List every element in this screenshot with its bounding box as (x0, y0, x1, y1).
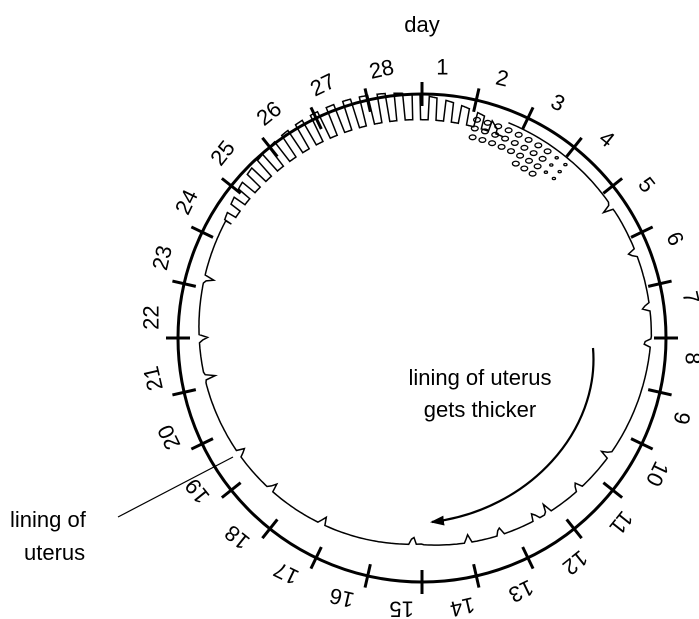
lining-blob (551, 176, 557, 181)
day-tick-12 (565, 518, 583, 540)
lining-blob (480, 128, 490, 135)
lining-blob (520, 144, 529, 151)
day-number-12: 12 (558, 545, 593, 580)
day-number-7: 7 (677, 289, 699, 307)
day-tick-13 (521, 546, 535, 570)
lining-label-line2: uterus (24, 540, 85, 565)
lining-blob (516, 152, 525, 159)
lining-blob (563, 162, 568, 167)
lining-blob (514, 131, 523, 138)
lining-blob (529, 150, 538, 157)
lining-blob (520, 165, 529, 172)
day-tick-4 (565, 136, 583, 158)
lining-blob (554, 156, 559, 160)
day-tick-2 (472, 88, 481, 113)
lining-blob (557, 169, 562, 174)
lining-blob (549, 163, 554, 167)
thicker-label-line2: gets thicker (424, 397, 537, 422)
day-number-20: 20 (152, 421, 185, 454)
day-number-16: 16 (327, 583, 356, 613)
day-tick-17 (309, 546, 323, 570)
lining-blob (528, 170, 537, 177)
day-tick-3 (521, 106, 535, 130)
lining-blob (504, 127, 513, 134)
day-tick-7 (647, 279, 672, 288)
lining-blob (524, 157, 534, 164)
lining-blob (510, 139, 519, 147)
day-tick-24 (190, 225, 214, 239)
day-number-1: 1 (436, 54, 448, 79)
lining-label-line1: lining of (10, 507, 87, 532)
day-number-10: 10 (641, 458, 674, 491)
day-tick-5 (602, 177, 624, 195)
day-number-22: 22 (138, 305, 163, 329)
day-number-25: 25 (205, 136, 240, 171)
day-number-15: 15 (389, 597, 413, 619)
day-number-19: 19 (180, 474, 215, 509)
day-number-18: 18 (220, 520, 255, 555)
day-number-8: 8 (681, 352, 699, 364)
day-number-14: 14 (448, 592, 477, 619)
day-tick-18 (261, 518, 279, 540)
lining-pointer-line (117, 456, 234, 518)
day-number-26: 26 (251, 96, 286, 131)
lining-blob (534, 142, 543, 149)
lining-blob (533, 163, 542, 170)
thicker-label-line1: lining of uterus (408, 365, 551, 390)
day-tick-21 (172, 388, 197, 397)
day-ring (176, 92, 668, 584)
lining-blob (494, 123, 503, 130)
day-tick-11 (602, 481, 624, 499)
lining-blob (488, 140, 497, 147)
lining-blob (470, 125, 479, 132)
lining-blob (497, 143, 506, 150)
lining-blob (472, 116, 482, 123)
lining-blob (483, 119, 492, 126)
day-tick-14 (472, 563, 481, 588)
day-number-4: 4 (594, 125, 619, 152)
uterus-lining-curve (198, 92, 653, 546)
thicker-arrow (430, 347, 595, 526)
day-number-13: 13 (505, 575, 538, 608)
day-number-27: 27 (306, 68, 339, 101)
lining-blob (511, 160, 520, 167)
day-number-5: 5 (633, 172, 660, 197)
day-number-2: 2 (493, 65, 511, 92)
day-number-28: 28 (367, 54, 396, 84)
day-number-11: 11 (604, 506, 638, 539)
diagram-title: day (404, 12, 439, 37)
lining-blob (543, 170, 549, 174)
day-number-9: 9 (668, 409, 695, 427)
lining-blob (468, 134, 477, 141)
day-tick-19 (220, 481, 242, 499)
day-tick-6 (630, 225, 654, 239)
day-number-3: 3 (547, 89, 569, 117)
day-ticks (166, 82, 678, 594)
day-tick-10 (630, 437, 654, 451)
day-tick-27 (309, 106, 323, 130)
day-tick-9 (647, 388, 672, 397)
lining-blob (501, 135, 510, 142)
lining-breakdown-blobs (468, 116, 568, 181)
lining-blob (491, 131, 500, 138)
day-number-23: 23 (147, 243, 177, 272)
lining-blob (538, 155, 547, 162)
day-number-6: 6 (661, 228, 689, 250)
day-tick-20 (190, 437, 214, 451)
day-number-17: 17 (270, 557, 303, 590)
day-number-21: 21 (138, 364, 168, 393)
lining-blob (506, 148, 516, 155)
day-tick-25 (220, 177, 242, 195)
lining-blob (478, 136, 487, 144)
day-tick-28 (363, 88, 372, 113)
lining-blob (524, 136, 533, 143)
day-tick-23 (172, 279, 197, 288)
lining-blob (543, 148, 552, 155)
day-number-24: 24 (170, 186, 203, 219)
day-tick-16 (363, 563, 372, 588)
day-numbers: 1234567891011121314151617181920212223242… (138, 54, 699, 619)
